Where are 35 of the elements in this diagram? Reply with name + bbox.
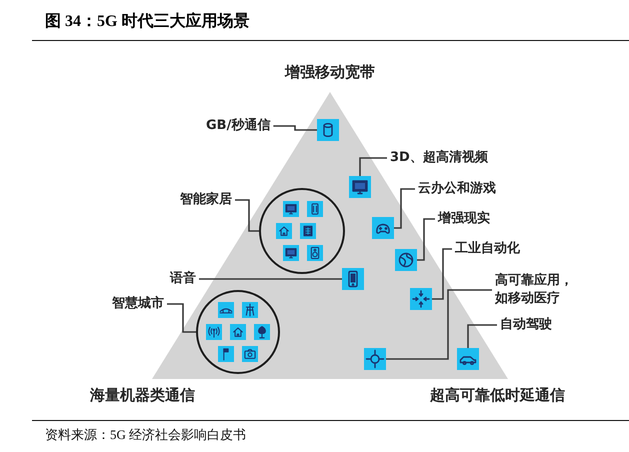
callout-label: 智能家居 — [180, 191, 232, 209]
leader-line — [432, 248, 452, 300]
scenario-label: 增强移动宽带 — [285, 62, 375, 82]
leader-line — [467, 324, 497, 348]
callout-label: 语音 — [170, 270, 196, 288]
leader-line — [417, 218, 435, 261]
leader-line — [235, 199, 259, 232]
leader-line — [359, 157, 387, 176]
callout-label: 3D、超高清视频 — [390, 149, 488, 167]
callout-label: 高可靠应用，如移动医疗 — [495, 272, 579, 308]
globe-icon — [395, 249, 417, 271]
crosshair-icon — [364, 348, 386, 370]
leader-line — [167, 303, 196, 333]
callout-label: 增强现实 — [438, 210, 490, 228]
gamepad-icon — [372, 217, 394, 239]
car-icon — [457, 348, 479, 370]
scenario-label: 超高可靠低时延通信 — [430, 385, 565, 405]
smartphone-icon — [342, 268, 364, 290]
leader-line — [386, 289, 492, 360]
figure-title: 图 34：5G 时代三大应用场景 — [45, 11, 250, 32]
inward-arrows-icon — [410, 288, 432, 310]
callout-label: 自动驾驶 — [500, 316, 552, 334]
scenario-label: 海量机器类通信 — [90, 385, 195, 405]
icon-group-circle — [196, 290, 280, 374]
callout-label: 工业自动化 — [455, 240, 520, 258]
source-note: 资料来源：5G 经济社会影响白皮书 — [45, 426, 246, 444]
leader-line — [199, 278, 342, 280]
database-icon — [317, 119, 339, 141]
callout-label: 云办公和游戏 — [418, 180, 496, 198]
callout-label: GB/秒通信 — [206, 117, 270, 135]
callout-label: 智慧城市 — [112, 295, 164, 313]
leader-line — [273, 125, 317, 131]
icon-group-circle — [259, 188, 345, 274]
monitor-icon — [349, 176, 371, 198]
leader-line — [394, 188, 415, 229]
